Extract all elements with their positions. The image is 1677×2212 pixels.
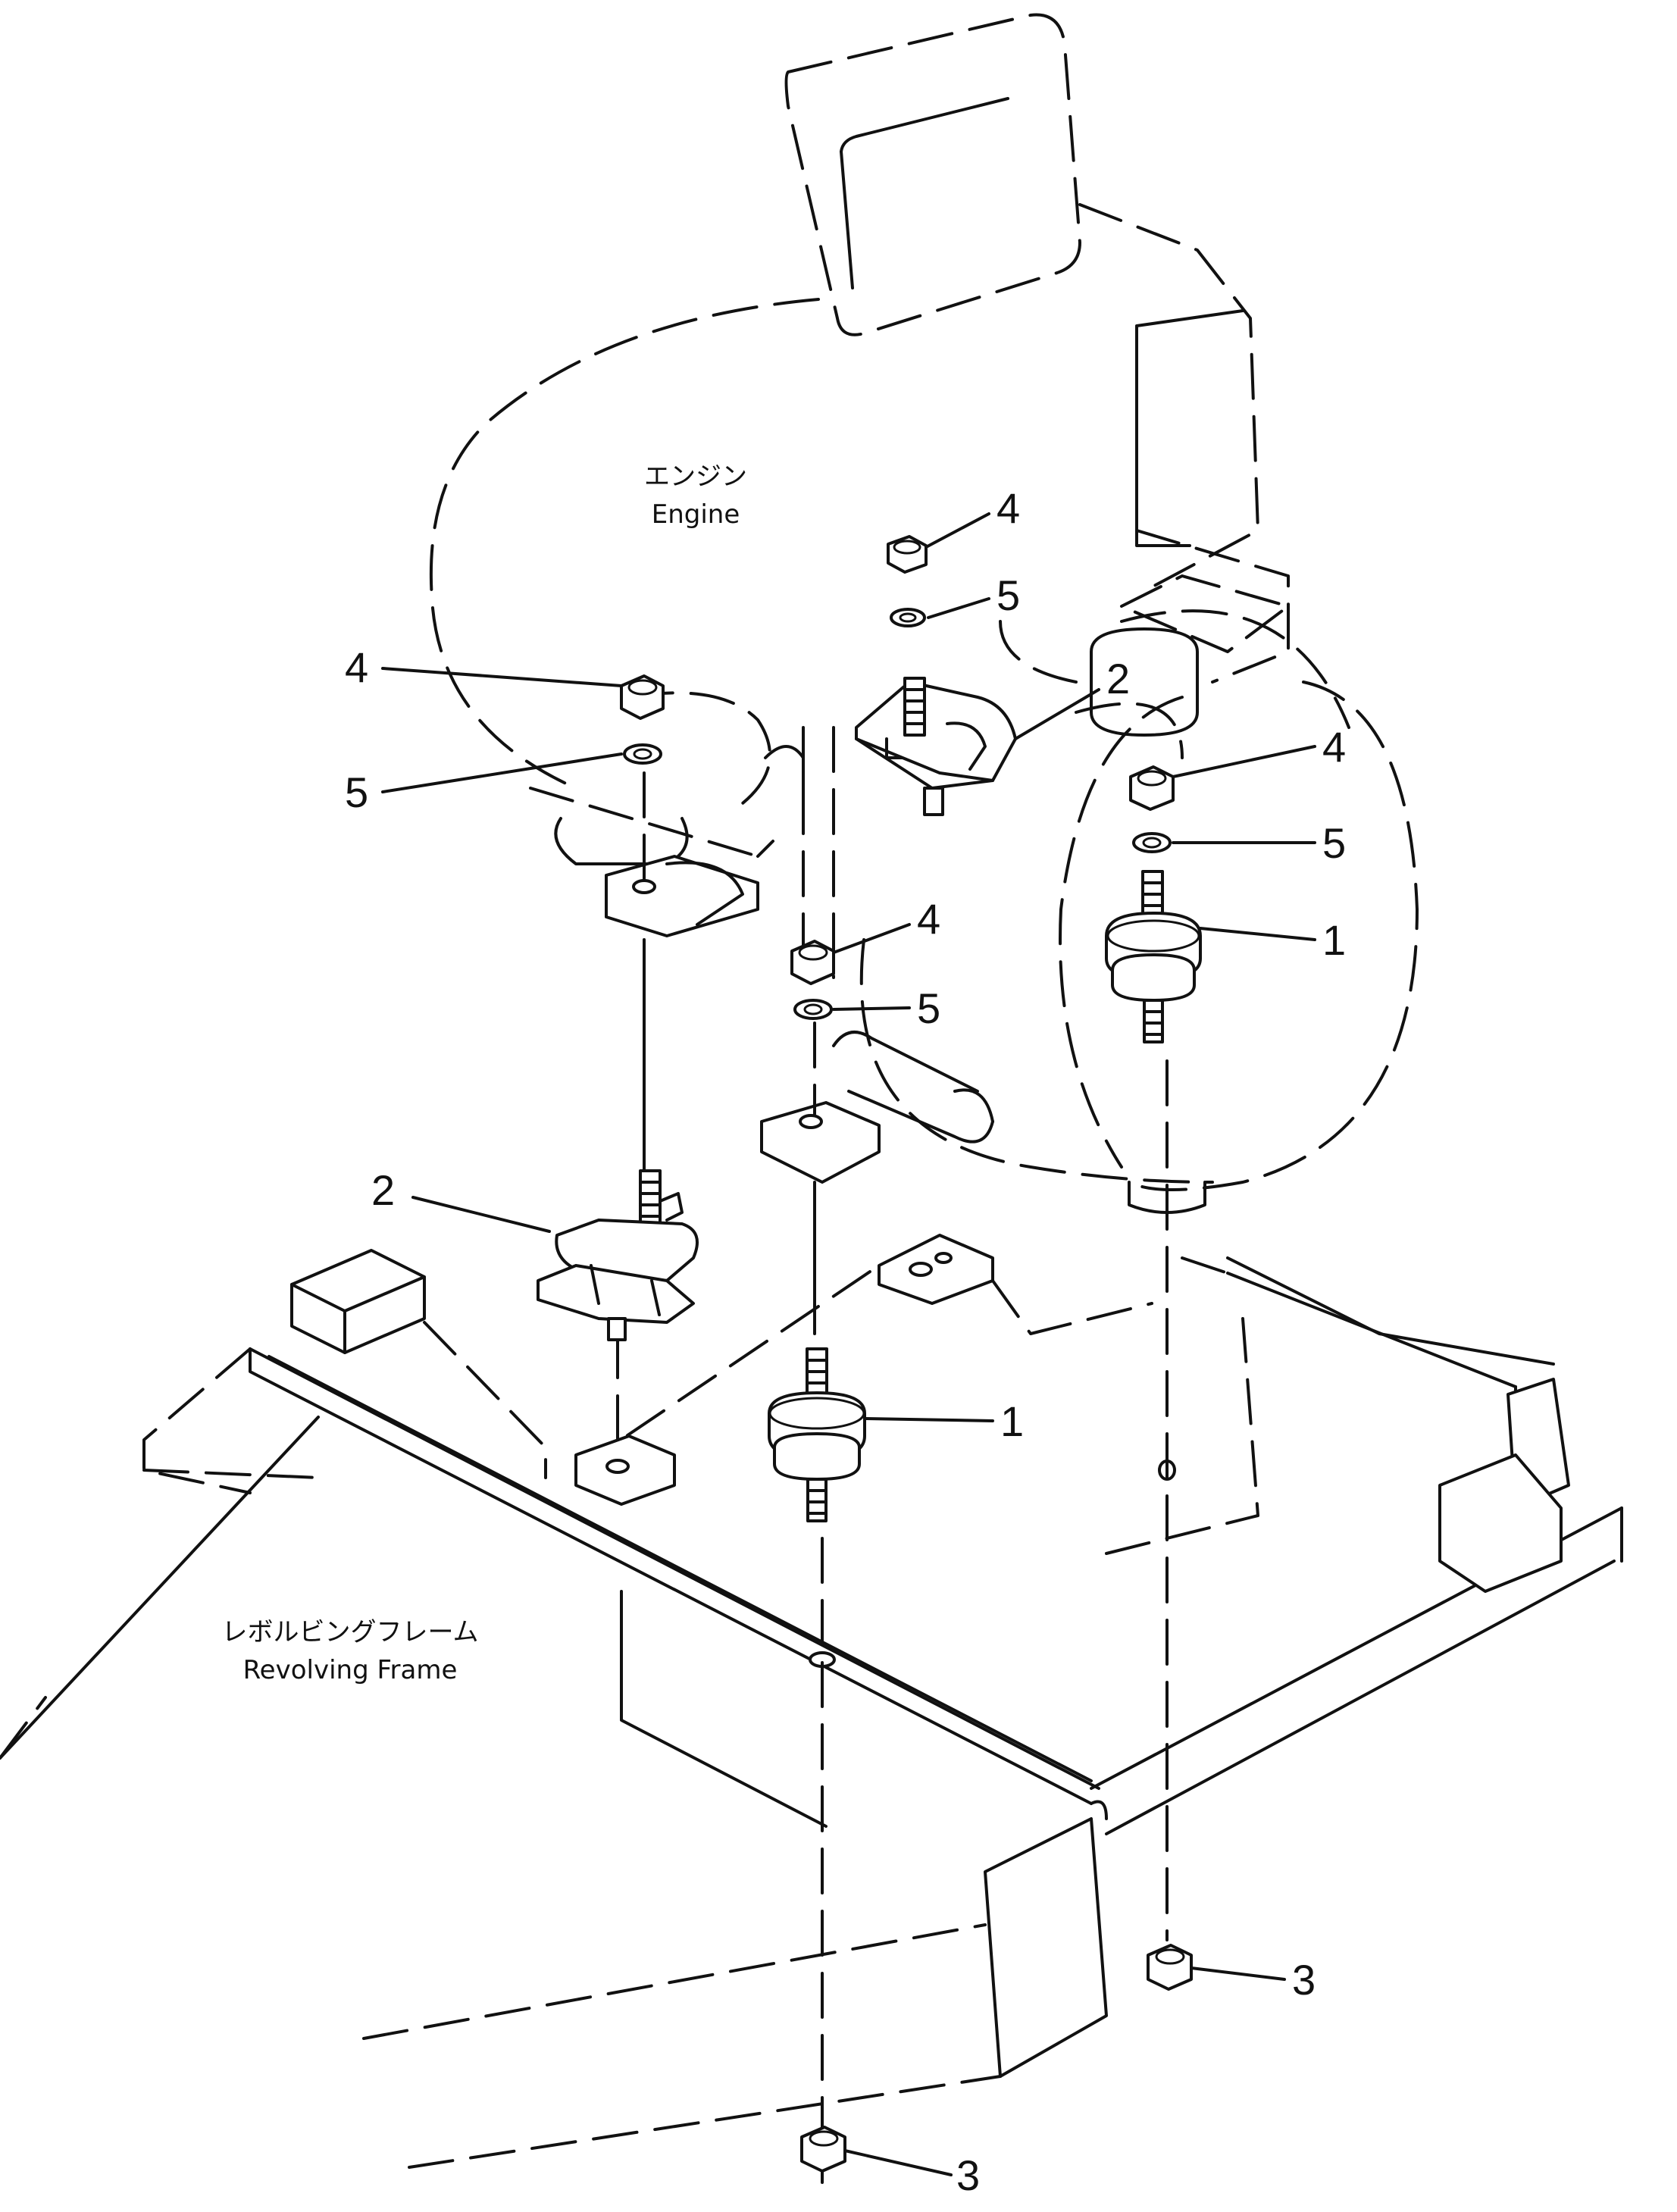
callout-3-right: 3 [1292, 1956, 1316, 2004]
callout-4-right: 4 [1322, 723, 1346, 771]
mount-1-right [1105, 870, 1202, 1043]
nut-4-mid [790, 940, 835, 985]
engine-outline [429, 13, 1419, 1214]
mount-1-mid [768, 1347, 866, 1522]
mount-2-upper [855, 677, 1017, 816]
nut-4-left [620, 674, 665, 720]
callout-1-mid: 1 [1000, 1397, 1024, 1445]
callout-2-top: 2 [1106, 655, 1130, 702]
callout-4-mid: 4 [917, 895, 940, 943]
callout-5-top: 5 [997, 571, 1020, 619]
frame-label-jp: レボルビングフレーム [222, 1617, 479, 1647]
callout-4-left: 4 [345, 643, 368, 691]
engine-mid-bracket [760, 1101, 881, 1184]
washer-5-top [890, 608, 926, 627]
nut-4-top [887, 535, 928, 574]
mount-2-lower [537, 1169, 699, 1341]
washer-5-left [623, 743, 662, 765]
callout-1-right: 1 [1322, 916, 1346, 964]
callout-2-left: 2 [371, 1166, 395, 1214]
engine-label-jp: エンジン [644, 461, 747, 492]
callout-4-top: 4 [997, 484, 1020, 532]
callout-5-mid: 5 [917, 984, 940, 1032]
callout-3-bottom: 3 [956, 2151, 980, 2199]
frame-label-en: Revolving Frame [243, 1655, 458, 1685]
nut-3-bottom [800, 2126, 846, 2173]
leader-lines [381, 512, 1316, 2176]
centerlines [616, 771, 1169, 2184]
callout-5-left: 5 [345, 768, 368, 816]
nut-3-right [1147, 1944, 1193, 1991]
engine-label-en: Engine [652, 499, 740, 530]
washer-5-right [1132, 832, 1172, 853]
nut-4-right [1129, 765, 1175, 811]
engine-left-bracket [605, 855, 759, 937]
washer-5-mid [793, 999, 833, 1020]
revolving-frame [0, 1234, 1623, 2169]
callout-5-right: 5 [1322, 819, 1346, 867]
